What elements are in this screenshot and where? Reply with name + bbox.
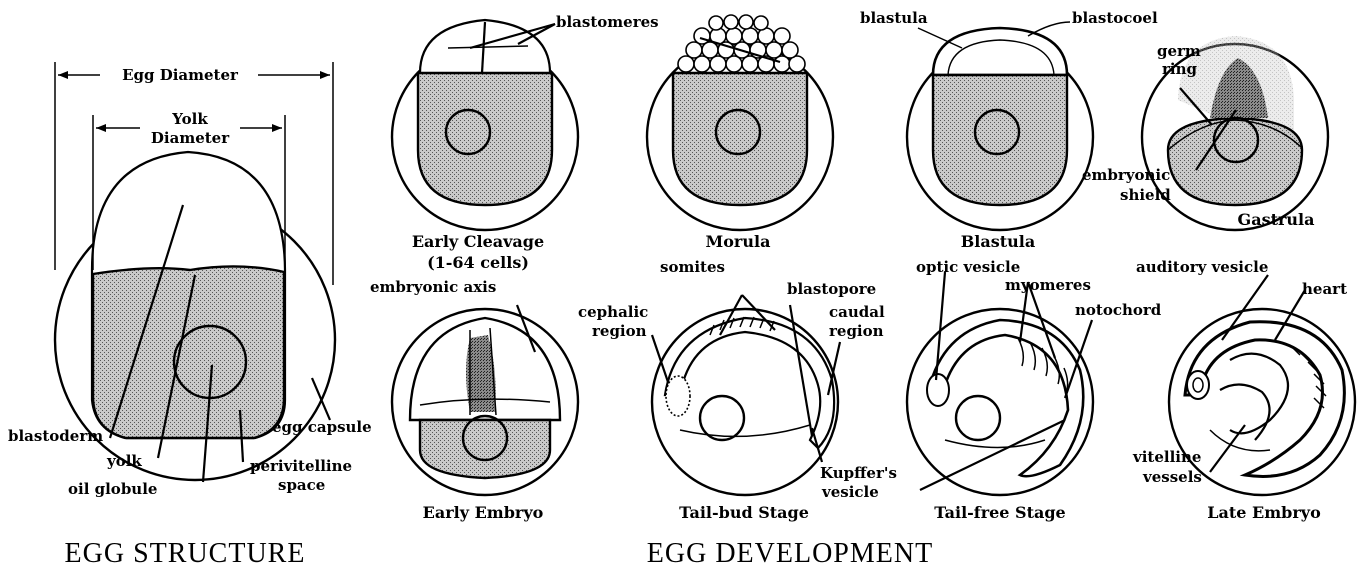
stage-early-cleavage: Early Cleavage (1-64 cells) xyxy=(392,20,578,272)
vitelline-label-1: vitelline xyxy=(1132,448,1201,466)
egg-structure-diagram: Egg Diameter Yolk Diameter blastoderm yo… xyxy=(8,62,372,569)
yolk-diameter-label-1: Yolk xyxy=(171,110,208,128)
caption-early-cleavage: Early Cleavage xyxy=(412,232,544,251)
somites-label: somites xyxy=(660,258,725,276)
caption-early-cleavage-cells: (1-64 cells) xyxy=(427,253,529,272)
egg-structure-title: EGG STRUCTURE xyxy=(65,538,306,569)
germ-ring-label-1: germ xyxy=(1157,42,1201,60)
stage-blastula: Blastula xyxy=(907,22,1093,251)
caudal-label-1: caudal xyxy=(829,303,885,321)
yolk-diameter-label-2: Diameter xyxy=(151,129,230,147)
oil-globule-label: oil globule xyxy=(68,480,157,498)
blastomeres-label: blastomeres xyxy=(556,13,659,31)
egg-capsule-label: egg capsule xyxy=(272,418,372,436)
stage-early-embryo: Early Embryo xyxy=(392,305,578,522)
caption-gastrula: Gastrula xyxy=(1238,210,1315,229)
germ-ring-label-2: ring xyxy=(1162,60,1198,78)
embryonic-axis-label: embryonic axis xyxy=(370,278,496,296)
caption-early-embryo: Early Embryo xyxy=(423,503,544,522)
notochord-label: notochord xyxy=(1075,301,1162,319)
auditory-vesicle-label: auditory vesicle xyxy=(1136,258,1268,276)
cephalic-label-2: region xyxy=(592,322,647,340)
caudal-label-2: region xyxy=(829,322,884,340)
egg-diameter-label: Egg Diameter xyxy=(122,66,239,84)
blastopore-label: blastopore xyxy=(787,280,876,298)
caption-morula: Morula xyxy=(706,232,771,251)
blastocoel-label: blastocoel xyxy=(1072,9,1158,27)
caption-late-embryo: Late Embryo xyxy=(1207,503,1321,522)
myomeres-label: myomeres xyxy=(1005,276,1091,294)
egg-development-title: EGG DEVELOPMENT xyxy=(647,538,933,569)
blastula-label: blastula xyxy=(860,9,928,27)
caption-tail-bud: Tail-bud Stage xyxy=(679,503,809,522)
caption-tail-free: Tail-free Stage xyxy=(934,503,1065,522)
morula-cells xyxy=(678,15,805,72)
kupffer-label-1: Kupffer's xyxy=(820,464,897,482)
embryonic-shield-label-2: shield xyxy=(1120,186,1171,204)
embryonic-shield-label-1: embryonic xyxy=(1082,166,1170,184)
cephalic-label-1: cephalic xyxy=(578,303,648,321)
stage-tail-free: Tail-free Stage xyxy=(907,272,1093,522)
blastoderm-label: blastoderm xyxy=(8,427,103,445)
stage-tail-bud: Tail-bud Stage xyxy=(652,295,840,522)
optic-vesicle-label: optic vesicle xyxy=(916,258,1020,276)
heart-label: heart xyxy=(1302,280,1347,298)
perivitelline-label-1: perivitelline xyxy=(250,457,352,475)
stage-morula: Morula xyxy=(647,15,833,251)
perivitelline-label-2: space xyxy=(278,476,325,494)
caption-blastula: Blastula xyxy=(961,232,1035,251)
yolk-label: yolk xyxy=(106,452,142,470)
kupffer-label-2: vesicle xyxy=(821,483,879,501)
vitelline-label-2: vessels xyxy=(1142,468,1202,486)
yolk-sphere xyxy=(92,152,285,438)
